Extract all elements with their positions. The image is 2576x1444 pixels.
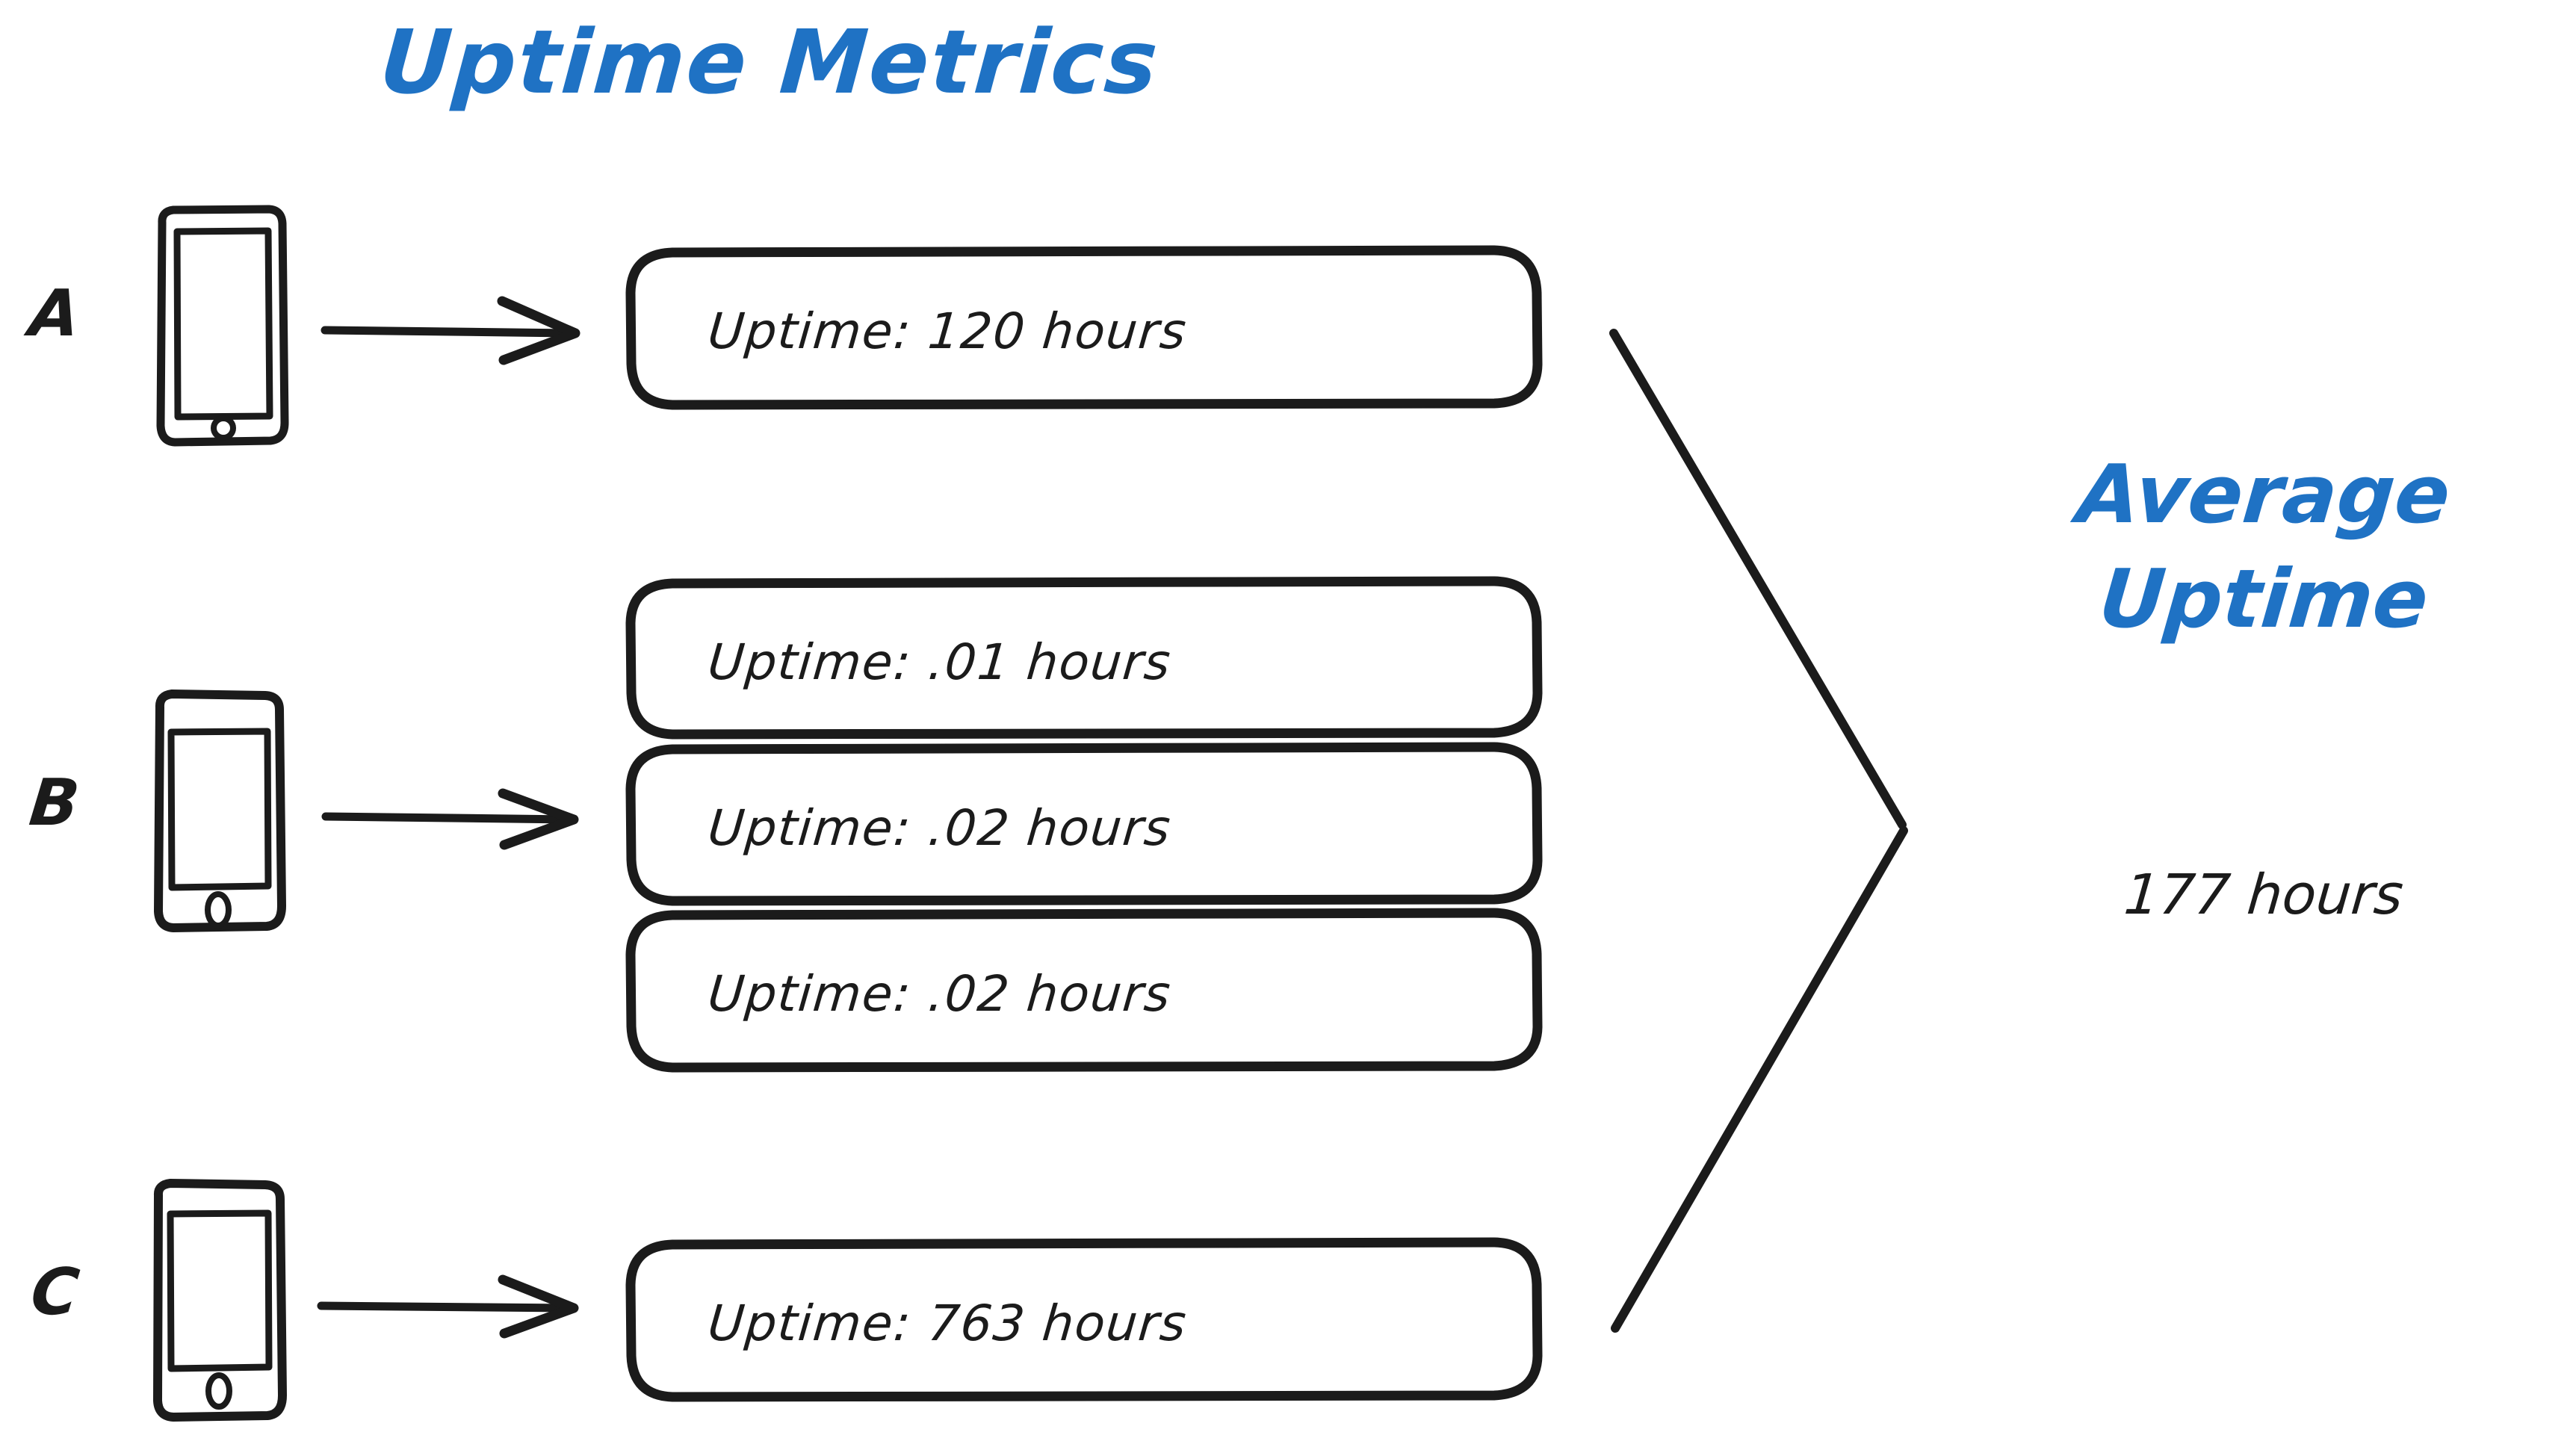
- metric-box-label-a-1: Uptime: 120 hours: [705, 303, 1189, 360]
- converge-bracket-icon: [1609, 329, 1908, 1333]
- phone-icon-b: [154, 690, 286, 932]
- page-title: Uptime Metrics: [377, 10, 1162, 114]
- metric-box-label-b-1: Uptime: .01 hours: [705, 633, 1174, 691]
- arrow-right-icon-a: [321, 296, 580, 365]
- device-label-c: C: [27, 1255, 83, 1330]
- metric-box-label-b-3: Uptime: .02 hours: [705, 965, 1174, 1023]
- phone-icon-a: [156, 205, 289, 447]
- device-label-a: A: [25, 276, 84, 351]
- device-label-b: B: [25, 766, 83, 840]
- arrow-right-icon-b: [321, 788, 579, 850]
- result-value: 177 hours: [2121, 863, 2406, 927]
- result-heading-line-2: Uptime: [2095, 553, 2433, 646]
- metric-box-label-b-2: Uptime: .02 hours: [705, 799, 1174, 857]
- phone-icon-c: [153, 1179, 287, 1422]
- metric-box-label-c-1: Uptime: 763 hours: [705, 1295, 1189, 1352]
- arrow-right-icon-c: [317, 1274, 579, 1339]
- result-heading-line-1: Average: [2073, 448, 2454, 542]
